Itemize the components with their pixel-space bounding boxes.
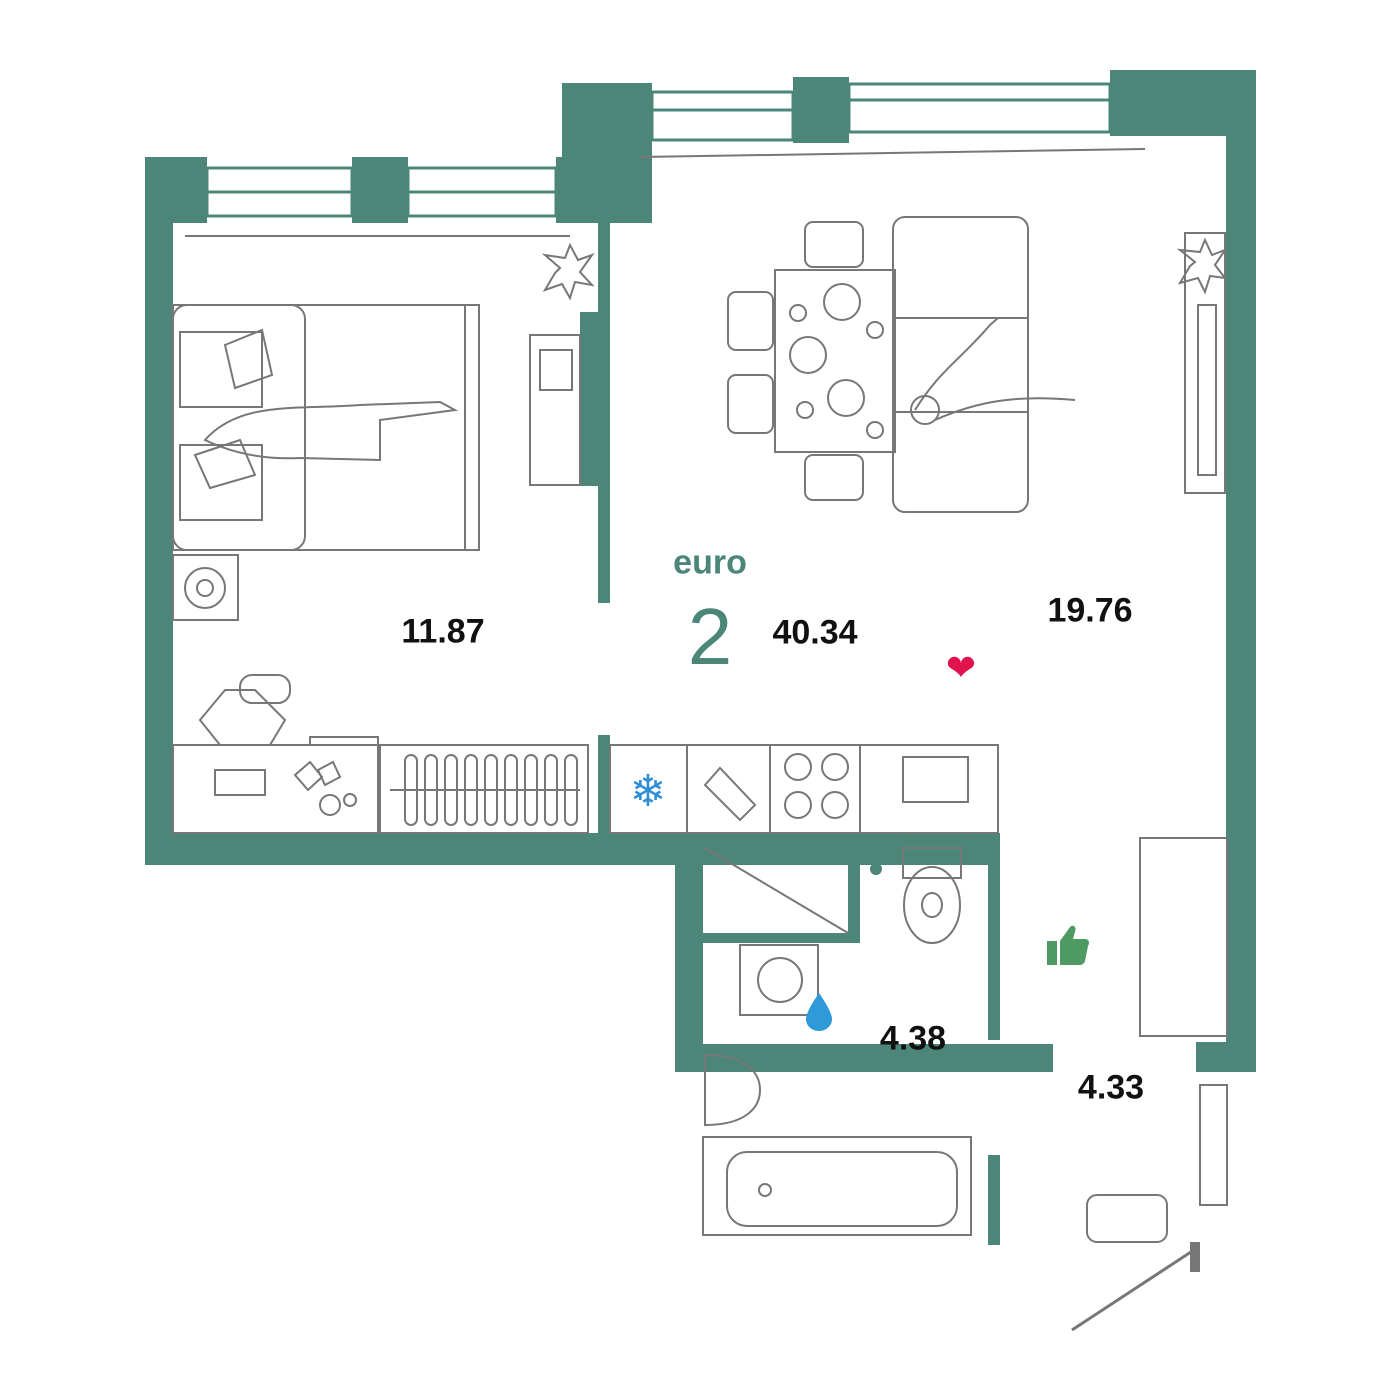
walls	[145, 70, 1256, 1245]
room-area-bathroom: 4.38	[879, 1019, 947, 1058]
water-drop-icon	[806, 993, 832, 1031]
thumbs-up-icon	[1045, 923, 1091, 967]
room-area-hallway: 4.33	[1077, 1068, 1145, 1107]
apartment-type-label: euro	[673, 543, 747, 582]
ventilation-dot	[870, 863, 882, 875]
room-area-living-kitchen: 19.76	[1047, 591, 1133, 630]
curtain-rails	[185, 148, 1146, 237]
heart-icon: ❤	[945, 648, 977, 689]
living-furniture	[609, 216, 1228, 1243]
rooms-count: 2	[687, 592, 733, 681]
bathroom-fixtures	[702, 847, 972, 1236]
snowflake-icon: ❄	[629, 766, 667, 817]
windows	[205, 82, 1112, 218]
total-area: 40.34	[772, 613, 858, 652]
entrance-door	[1071, 1242, 1200, 1332]
bedroom-furniture	[172, 242, 595, 834]
room-area-bedroom: 11.87	[401, 612, 485, 651]
